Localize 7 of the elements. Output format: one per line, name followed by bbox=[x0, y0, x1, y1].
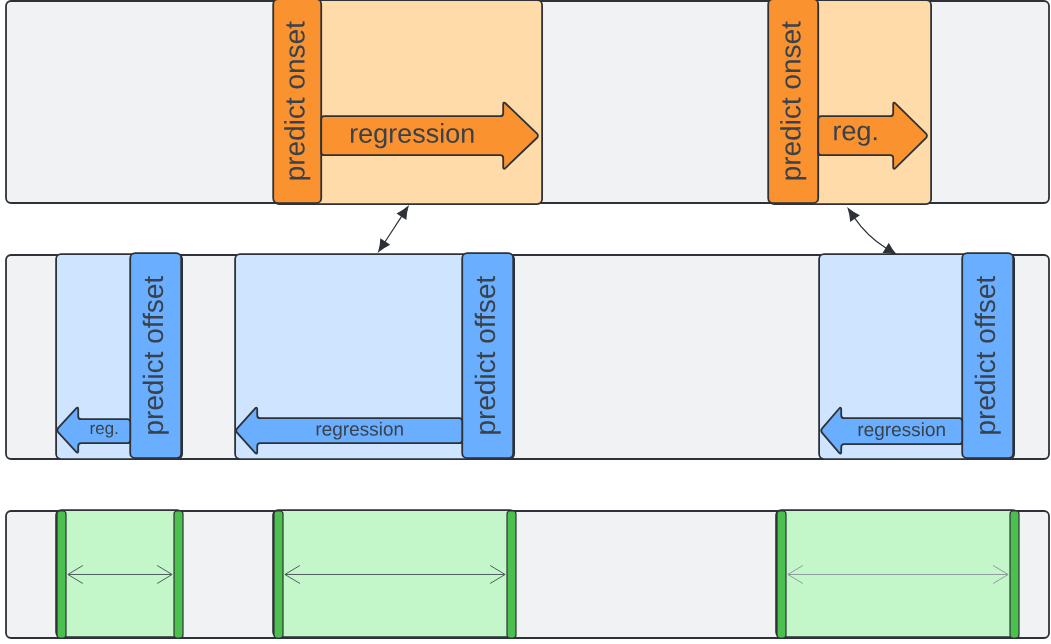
double-arrow bbox=[847, 208, 897, 255]
predict-bar: predict onset bbox=[272, 0, 323, 205]
predict-bar: predict offset bbox=[961, 252, 1015, 460]
predict-bar: predict offset bbox=[129, 252, 183, 460]
predict-bar: predict onset bbox=[767, 0, 820, 205]
predict-bar: predict offset bbox=[461, 252, 515, 460]
double-arrow bbox=[378, 206, 409, 252]
